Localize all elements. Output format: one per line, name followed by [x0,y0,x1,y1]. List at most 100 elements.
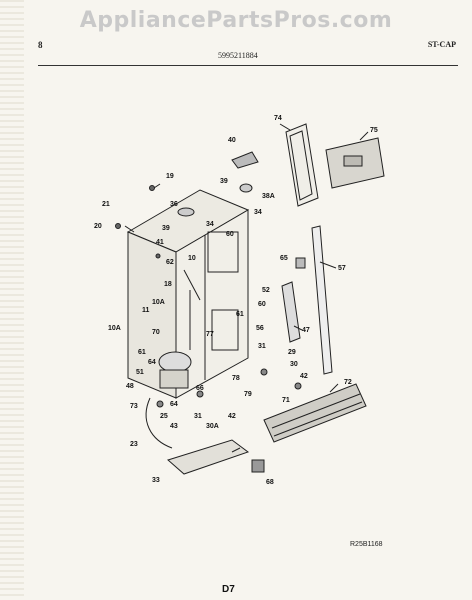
callout-56: 56 [256,325,264,332]
small-fitting-2 [196,390,204,398]
callout-60-b: 60 [258,301,266,308]
back-panel-cover [211,309,239,351]
part-65-piece [295,257,306,269]
compressor [158,351,192,373]
top-right-fitting [239,183,253,193]
part-68-box [251,459,265,473]
header-right-code: ST-CAP [427,40,456,49]
callout-30A: 30A [206,423,219,430]
part-33-drain-pan [166,439,250,475]
callout-60: 60 [226,231,234,238]
part-75-inset [343,155,363,167]
callout-64-b: 64 [170,401,178,408]
callout-57: 57 [338,265,346,272]
callout-75: 75 [370,127,378,134]
callout-25: 25 [160,413,168,420]
callout-23: 23 [130,441,138,448]
callout-labels: 19 21 20 40 74 75 39 38A 36 34 34 39 41 … [94,115,378,486]
callout-51: 51 [136,369,144,376]
callout-62: 62 [166,259,174,266]
callout-47: 47 [302,327,310,334]
callout-20: 20 [94,223,102,230]
leader [153,183,161,189]
small-fitting-1 [156,400,164,408]
callout-79: 79 [244,391,252,398]
part-71-fitting [294,382,302,390]
cabinet-back [175,209,249,399]
tubing-line [183,269,201,301]
part-40-shape [231,151,259,169]
callout-31-b: 31 [194,413,202,420]
callout-52: 52 [262,287,270,294]
part-41-screw [155,253,161,259]
callout-41: 41 [156,239,164,246]
part-74-frame [285,123,319,207]
callout-39-b: 39 [162,225,170,232]
callout-78: 78 [232,375,240,382]
callout-77: 77 [206,331,214,338]
back-duct [207,231,239,273]
part-47-vent [281,281,301,343]
callout-43: 43 [170,423,178,430]
page-number: D7 [222,584,235,595]
callout-61: 61 [236,311,244,318]
callout-42-b: 42 [228,413,236,420]
callout-33: 33 [152,477,160,484]
callout-36: 36 [170,201,178,208]
drawing-reference-code: R25B1168 [350,541,383,548]
part-74-inner [289,130,313,201]
leader [293,325,303,331]
callout-64: 64 [148,359,156,366]
callout-29: 29 [288,349,296,356]
callout-40: 40 [228,137,236,144]
callout-31: 31 [258,343,266,350]
cabinet-drawing [115,123,385,475]
callout-18: 18 [164,281,172,288]
callout-10A: 10A [108,325,121,332]
callout-10: 10 [188,255,196,262]
grille-line-2 [273,401,363,437]
callout-42: 42 [300,373,308,380]
callout-34: 34 [206,221,214,228]
callout-70: 70 [152,329,160,336]
callout-11: 11 [142,307,150,314]
callout-30: 30 [290,361,298,368]
part-72-grille [263,383,367,443]
leader [231,447,241,453]
callout-65: 65 [280,255,288,262]
leader [329,383,339,393]
leader [124,225,135,233]
part-57-strip [311,225,333,375]
leader [359,131,369,141]
small-fitting-3 [260,368,268,376]
callout-48: 48 [126,383,134,390]
leader [319,261,337,269]
top-fitting [177,207,195,217]
grille-line-1 [271,393,361,429]
callout-66: 66 [196,385,204,392]
callout-19: 19 [166,173,174,180]
part-20-screw [115,223,121,229]
callout-39: 39 [220,178,228,185]
scan-edge-noise [0,0,24,600]
compressor-base [159,369,189,389]
watermark: AppliancePartsPros.com [79,8,393,33]
callout-21: 21 [102,201,110,208]
callout-10A-top: 10A [152,299,165,306]
callout-38A: 38A [262,193,275,200]
part-19-screw [149,185,155,191]
header-rule [38,65,458,66]
part-23-drain-tube [145,397,173,449]
callout-34-top: 34 [254,209,262,216]
header-part-number: 5995211884 [218,51,258,60]
callout-61-b: 61 [138,349,146,356]
callout-74: 74 [274,115,282,122]
leader [279,123,291,131]
callout-73: 73 [130,403,138,410]
callout-71: 71 [282,397,290,404]
callout-72: 72 [344,379,352,386]
callout-68: 68 [266,479,274,486]
header-left-code: 8 [38,40,43,50]
